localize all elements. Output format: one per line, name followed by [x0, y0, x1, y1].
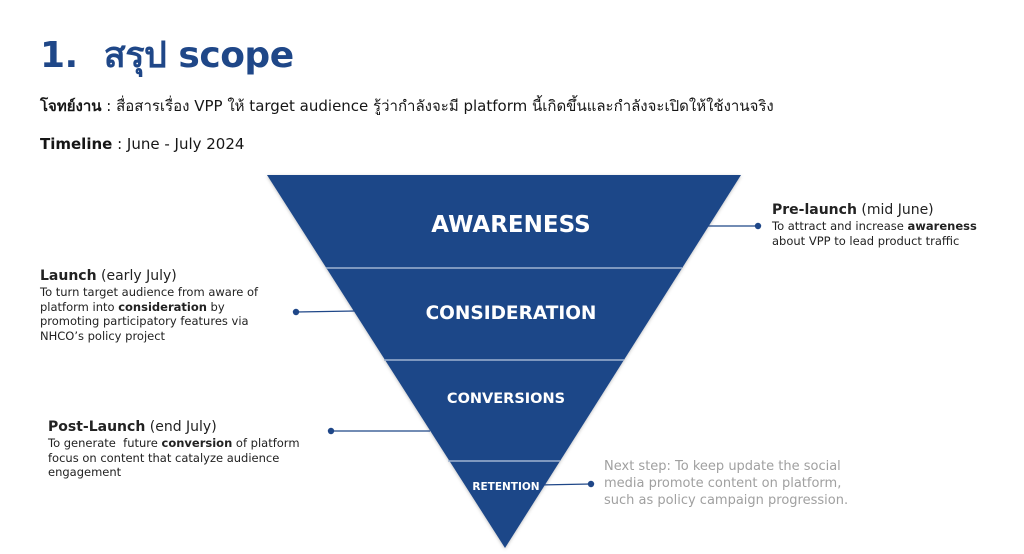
- connector-dot: [754, 222, 762, 230]
- note-title: Post-Launch: [48, 419, 146, 435]
- timeline-label: Timeline: [40, 135, 113, 153]
- note-text: NHCO’s policy project: [40, 328, 166, 343]
- note-nextstep: Next step: To keep update the social med…: [604, 458, 848, 509]
- note-text: promoting participatory features via: [40, 314, 249, 328]
- section-title: สรุป scope: [103, 35, 294, 76]
- objective-line: โจทย์งาน : สื่อสารเรื่อง VPP ให้ target …: [40, 94, 774, 118]
- separator: :: [112, 135, 127, 153]
- note-period: (mid June): [856, 202, 934, 218]
- note-text: of platform: [232, 436, 300, 450]
- note-title: Launch: [40, 268, 97, 284]
- note-text: Next step: To keep update the social: [604, 459, 841, 474]
- note-text: To attract and increase: [772, 219, 908, 233]
- stage-consideration: CONSIDERATION: [425, 303, 597, 324]
- note-emphasis: awareness: [907, 219, 977, 233]
- stage-retention: RETENTION: [472, 481, 540, 493]
- connector-dot: [327, 427, 335, 435]
- note-title: Pre-launch: [772, 202, 857, 218]
- note-text: media promote content on platform,: [604, 476, 842, 491]
- note-launch: Launch (early July) To turn target audie…: [40, 267, 258, 343]
- connector-launch: [295, 310, 356, 313]
- connector-dot: [292, 308, 300, 316]
- section-number: 1.: [40, 35, 78, 76]
- timeline-line: Timeline : June - July 2024: [40, 135, 244, 153]
- note-period: (end July): [145, 419, 217, 435]
- note-period: (early July): [96, 268, 177, 284]
- note-text: engagement: [48, 465, 122, 479]
- note-text: such as policy campaign progression.: [604, 493, 849, 508]
- note-text: by: [206, 299, 225, 314]
- connector-dot: [587, 480, 595, 488]
- note-text: To generate future: [48, 436, 162, 450]
- timeline-text: June - July 2024: [126, 135, 245, 153]
- page-title: 1. สรุป scope: [40, 26, 294, 83]
- stage-awareness: AWARENESS: [431, 212, 591, 238]
- note-text: focus on content that catalyze audience: [48, 450, 280, 465]
- note-text: platform into: [40, 299, 119, 314]
- note-text: about VPP to lead product traffic: [772, 233, 960, 248]
- note-prelaunch: Pre-launch (mid June) To attract and inc…: [772, 201, 977, 248]
- objective-text: สื่อสารเรื่อง VPP ให้ target audience รู…: [116, 97, 774, 115]
- note-postlaunch: Post-Launch (end July) To generate futur…: [48, 418, 300, 480]
- note-emphasis: consideration: [118, 299, 207, 314]
- note-emphasis: conversion: [161, 436, 233, 450]
- stage-conversions: CONVERSIONS: [446, 391, 566, 407]
- separator: :: [101, 97, 117, 115]
- objective-label: โจทย์งาน: [40, 97, 102, 115]
- connector-nextstep: [537, 483, 592, 486]
- note-text: To turn target audience from aware of: [40, 285, 259, 299]
